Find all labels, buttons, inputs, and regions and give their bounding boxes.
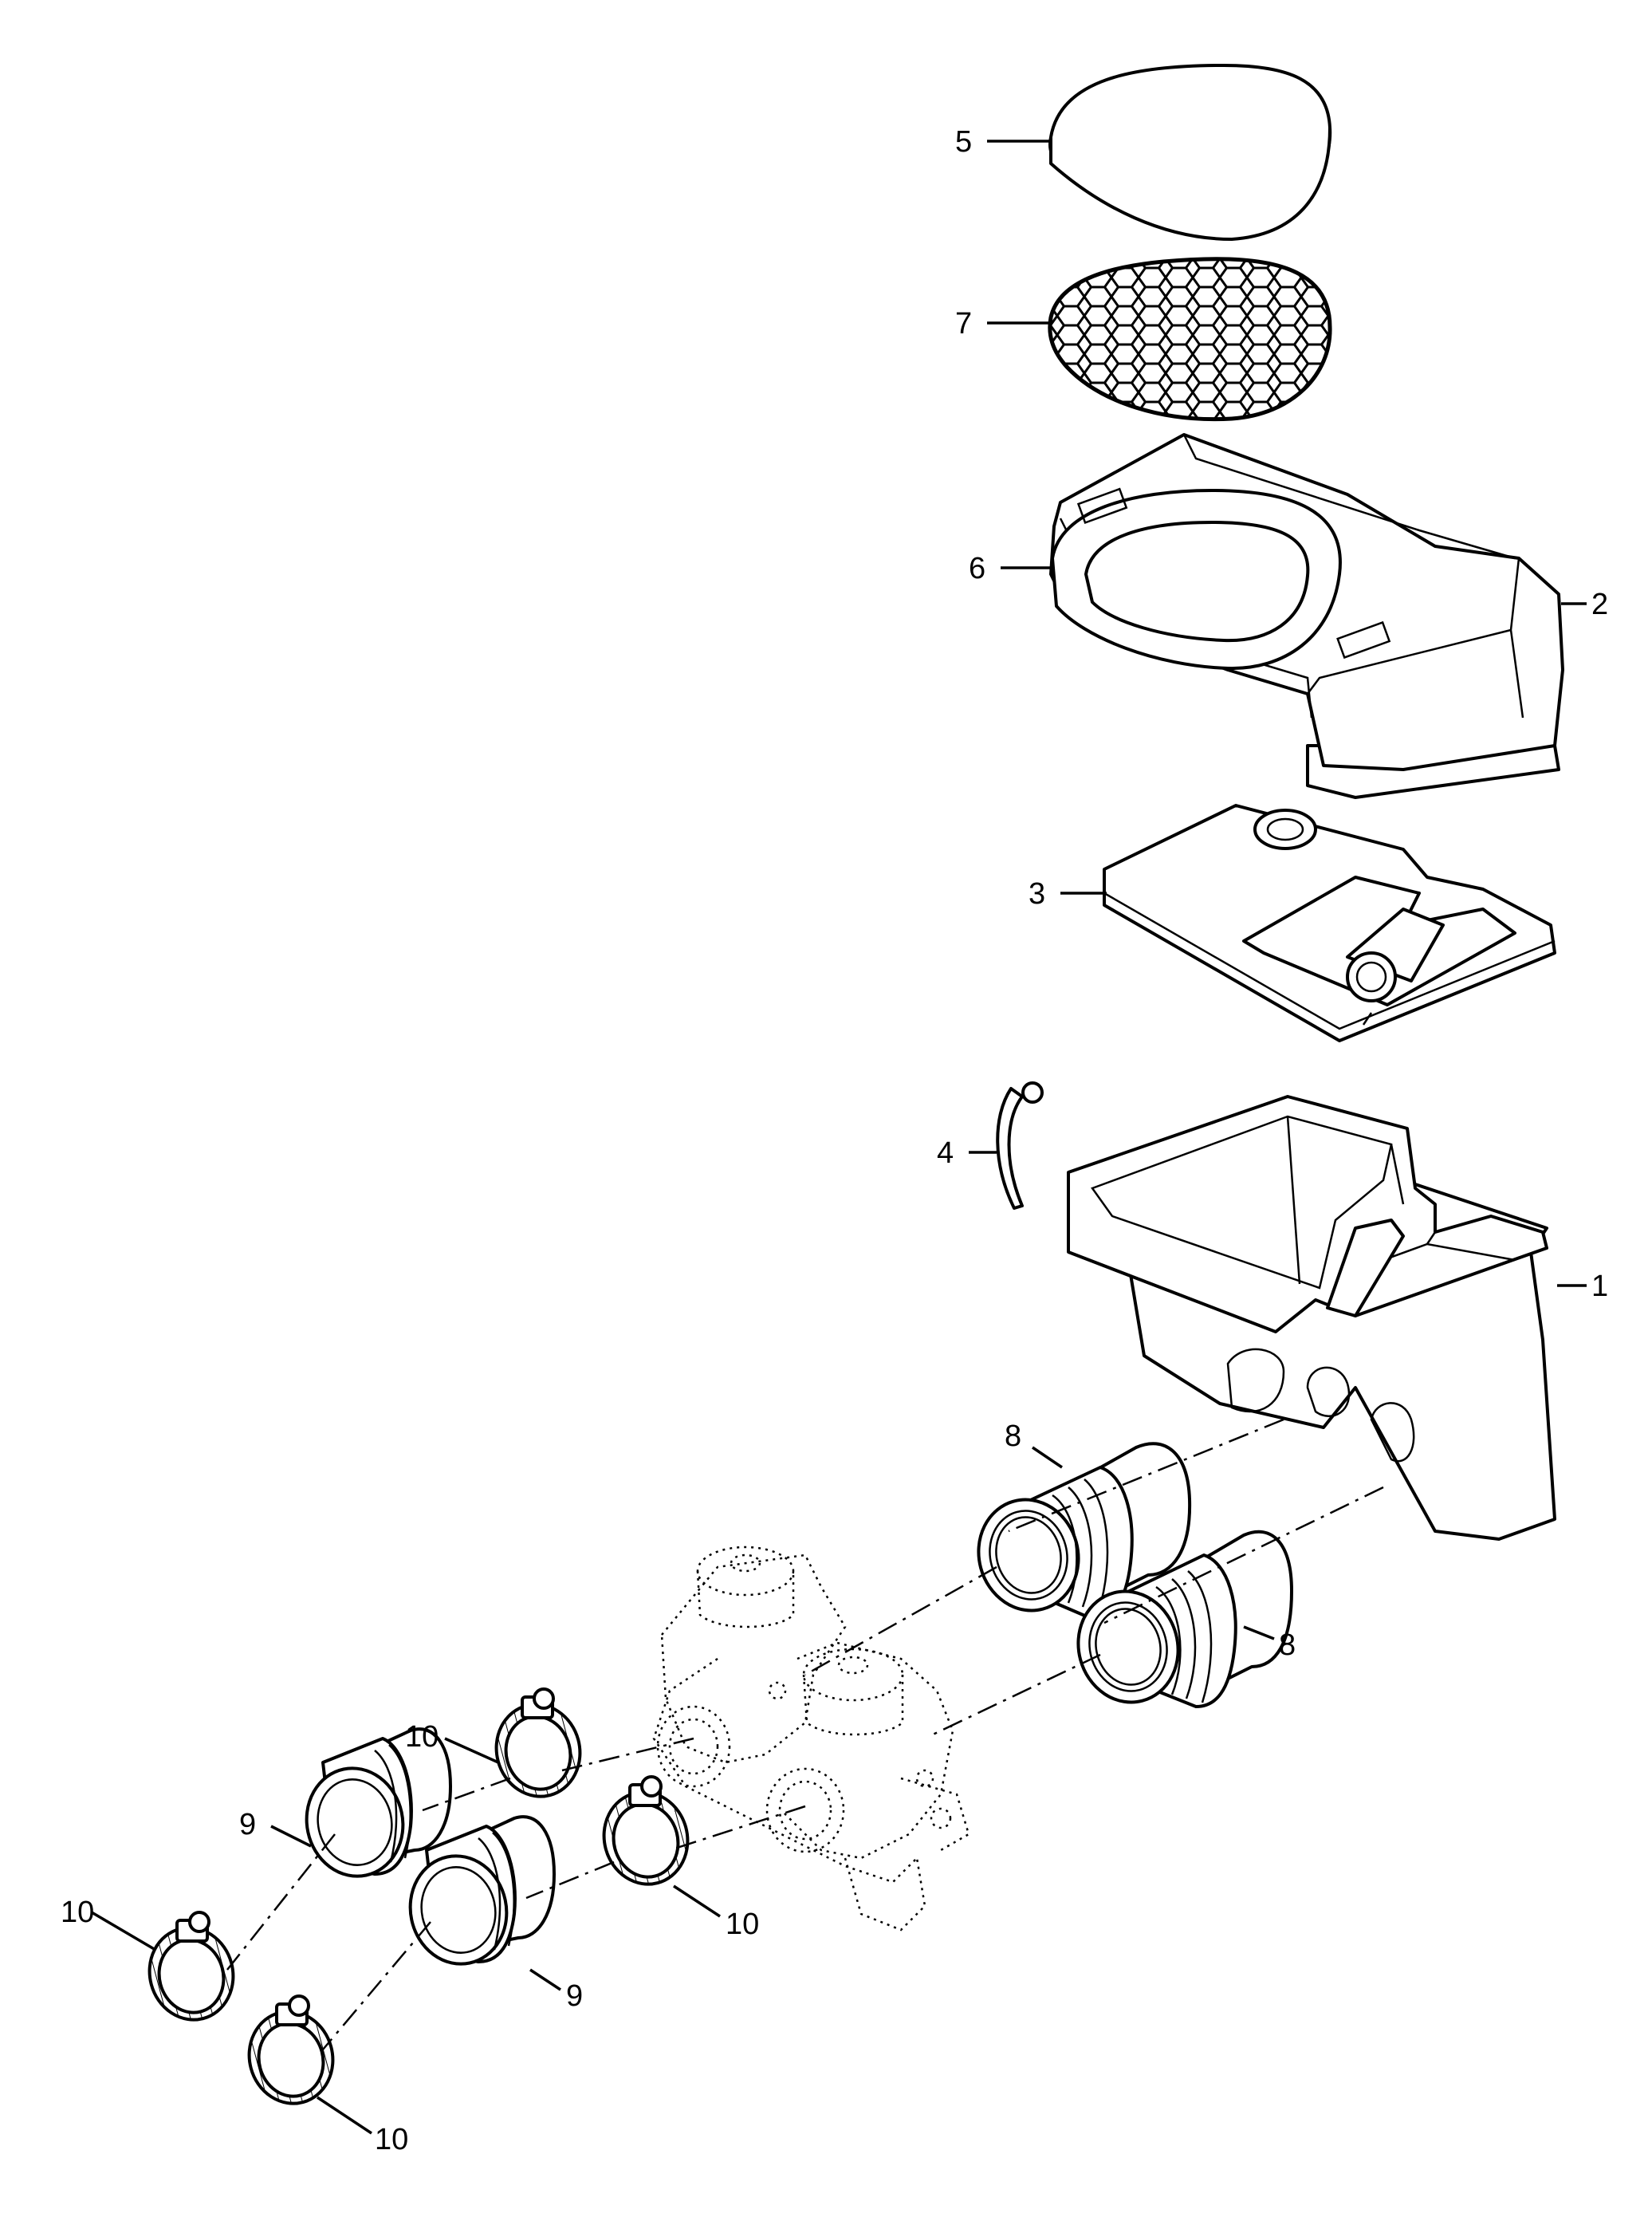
airbox-plate-part-3 (1103, 804, 1556, 1042)
adapter-lower-part-9 (408, 1815, 556, 1966)
callout-10-lower-left: 10 (375, 2123, 408, 2156)
callout-labels: 5 7 6 2 3 4 1 8 8 10 9 10 10 9 10 (61, 125, 1608, 2156)
airbox-lid-part-2 (1049, 433, 1564, 799)
callout-6: 6 (969, 552, 985, 585)
mesh-screen-part-7 (1048, 257, 1332, 422)
carburetor-assembly (652, 1546, 970, 1931)
adapter-upper-part-9 (305, 1727, 452, 1878)
assembly-axis-lines (226, 1418, 1384, 2050)
hose-clamp-lower-left-part-10 (247, 1994, 335, 2105)
callout-8-upper: 8 (1005, 1420, 1021, 1453)
callout-3: 3 (1029, 877, 1045, 911)
callout-9-lower: 9 (566, 1979, 583, 2013)
callout-1: 1 (1591, 1270, 1608, 1303)
callout-7: 7 (955, 307, 972, 341)
hose-clamp-middle-right-part-10 (602, 1775, 690, 1886)
intake-boot-lower-part-8 (1076, 1530, 1293, 1708)
callout-10-upper-right: 10 (405, 1720, 439, 1754)
hose-clamp-upper-left-part-10 (148, 1911, 235, 2022)
leader-lines (91, 140, 1587, 2135)
callout-8-lower: 8 (1279, 1628, 1296, 1662)
filter-pad-part-5 (1048, 64, 1332, 241)
callout-9-upper: 9 (239, 1808, 256, 1841)
callout-10-middle-right: 10 (726, 1908, 759, 1941)
intake-boot-upper-part-8 (977, 1442, 1192, 1620)
callout-5: 5 (955, 125, 972, 159)
callout-10-upper-left: 10 (61, 1896, 94, 1929)
callout-2: 2 (1591, 588, 1608, 621)
hose-clamp-upper-right-part-10 (494, 1687, 582, 1798)
callout-4: 4 (937, 1136, 954, 1170)
airbox-part-1 (1067, 1095, 1556, 1541)
clip-part-4 (996, 1081, 1044, 1210)
